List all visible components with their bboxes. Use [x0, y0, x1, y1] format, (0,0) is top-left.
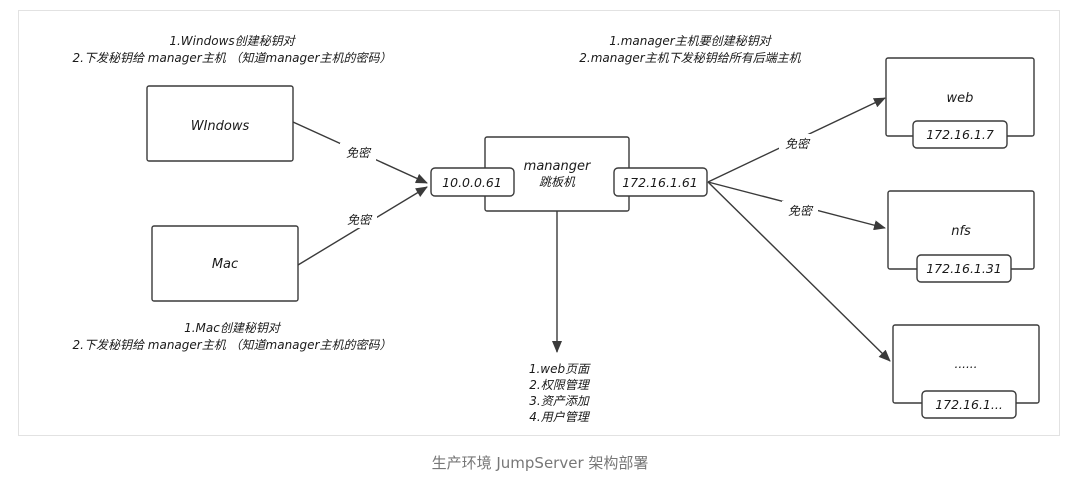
jump-server-ip-right: 172.16.1.61	[622, 175, 698, 190]
jump-server-label-1: mananger	[524, 159, 592, 174]
svg-text:免密: 免密	[346, 146, 372, 160]
web-host-label: web	[947, 91, 974, 106]
feature-item-2: 2.权限管理	[529, 378, 590, 392]
more-hosts-label: ......	[955, 357, 978, 371]
edge-label-web: 免密	[779, 134, 815, 152]
more-hosts-ip: 172.16.1...	[935, 397, 1003, 412]
jump-server-box: mananger 跳板机 10.0.0.61 172.16.1.61	[430, 136, 708, 212]
more-hosts-box: ...... 172.16.1...	[892, 324, 1040, 419]
feature-item-4: 4.用户管理	[529, 410, 590, 424]
mac-note-line-1: 1.Mac创建秘钥对	[184, 321, 282, 335]
manager-note-line-1: 1.manager主机要创建秘钥对	[609, 34, 772, 48]
feature-item-3: 3.资产添加	[529, 394, 590, 408]
jump-server-label-2: 跳板机	[539, 175, 576, 189]
windows-host-label: WIndows	[191, 119, 250, 134]
mac-note-line-2: 2.下发秘钥给 manager主机 （知道manager主机的密码）	[73, 338, 392, 352]
figure-caption: 生产环境 JumpServer 架构部署	[431, 454, 649, 472]
feature-item-1: 1.web页面	[529, 362, 591, 376]
nfs-host-box: nfs 172.16.1.31	[887, 190, 1035, 283]
windows-note-line-1: 1.Windows创建秘钥对	[169, 34, 296, 48]
web-host-box: web 172.16.1.7	[885, 57, 1035, 149]
windows-host-box: WIndows	[146, 85, 294, 162]
edge-label-mac: 免密	[341, 210, 377, 228]
edge-label-windows: 免密	[340, 143, 376, 161]
web-host-ip: 172.16.1.7	[926, 127, 994, 142]
svg-text:免密: 免密	[347, 213, 373, 227]
svg-text:免密: 免密	[788, 204, 814, 218]
nfs-host-ip: 172.16.1.31	[926, 261, 1002, 276]
mac-host-box: Mac	[151, 225, 299, 302]
edge-label-nfs: 免密	[782, 201, 818, 219]
architecture-diagram: 1.Windows创建秘钥对 2.下发秘钥给 manager主机 （知道mana…	[73, 34, 1040, 424]
jump-server-ip-left: 10.0.0.61	[442, 175, 502, 190]
nfs-host-label: nfs	[951, 224, 971, 239]
windows-note-line-2: 2.下发秘钥给 manager主机 （知道manager主机的密码）	[73, 51, 392, 65]
svg-text:免密: 免密	[785, 137, 811, 151]
manager-note-line-2: 2.manager主机下发秘钥给所有后端主机	[579, 51, 801, 65]
jump-to-more-arrow	[707, 181, 891, 362]
mac-host-label: Mac	[212, 257, 238, 272]
